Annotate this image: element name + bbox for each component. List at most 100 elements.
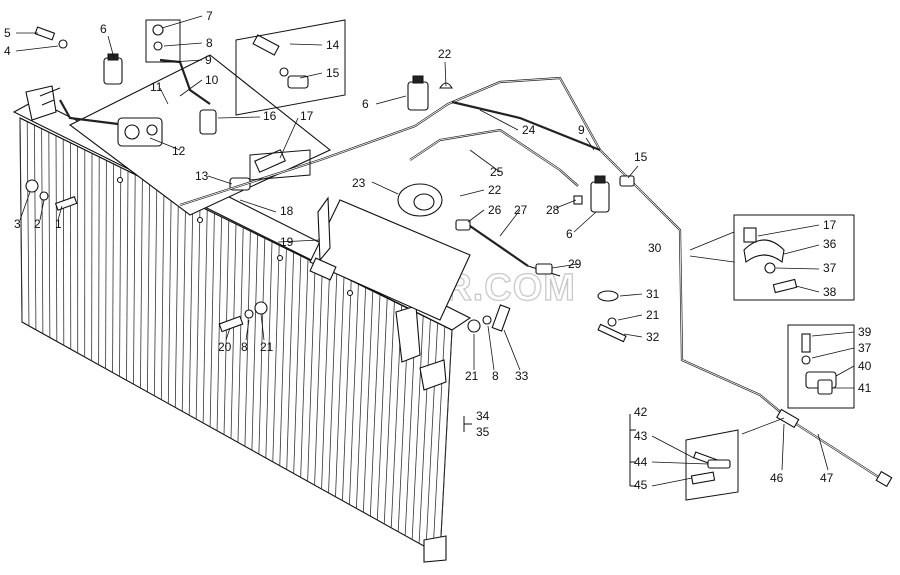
leader-line bbox=[487, 325, 495, 371]
louver-line bbox=[19, 117, 23, 323]
leader-line bbox=[171, 59, 203, 63]
leader-line bbox=[835, 365, 855, 377]
leader-line bbox=[689, 255, 735, 263]
louver-line bbox=[133, 174, 136, 385]
callout-13: 13 bbox=[195, 169, 209, 183]
louver-line bbox=[140, 178, 143, 389]
leader-line bbox=[555, 199, 577, 209]
leader-line bbox=[811, 347, 855, 359]
callout-12: 12 bbox=[172, 144, 186, 158]
leader-line bbox=[217, 116, 261, 119]
callout-34: 34 bbox=[476, 409, 490, 423]
louver-line bbox=[230, 223, 237, 439]
callout-37-lower: 37 bbox=[858, 341, 872, 355]
leader-line bbox=[161, 15, 203, 29]
callout-9: 9 bbox=[205, 53, 212, 67]
louver-line bbox=[195, 206, 201, 420]
louver-line bbox=[425, 322, 438, 548]
callout-30: 30 bbox=[648, 241, 662, 255]
louver-line bbox=[237, 227, 244, 443]
callout-14: 14 bbox=[326, 38, 340, 52]
callout-24: 24 bbox=[522, 123, 536, 137]
leader-line bbox=[15, 45, 59, 52]
callout-31: 31 bbox=[646, 287, 660, 301]
leader-line bbox=[741, 417, 785, 435]
leader-line bbox=[279, 117, 299, 159]
callout-46: 46 bbox=[770, 471, 784, 485]
louver-line bbox=[26, 121, 30, 326]
callout-21-right: 21 bbox=[646, 308, 660, 322]
louver-line bbox=[439, 329, 453, 556]
louver-line bbox=[369, 294, 381, 517]
callout-35: 35 bbox=[476, 425, 490, 439]
louver-line bbox=[307, 262, 316, 482]
leader-line bbox=[179, 79, 203, 97]
louver-line bbox=[160, 188, 165, 400]
louver-line bbox=[41, 128, 44, 334]
louver-line bbox=[105, 160, 107, 369]
callout-29: 29 bbox=[568, 257, 582, 271]
callout-5: 5 bbox=[4, 26, 11, 40]
callout-21-mid: 21 bbox=[465, 369, 479, 383]
louver-line bbox=[383, 301, 395, 524]
callout-10: 10 bbox=[205, 73, 219, 87]
leader-line bbox=[623, 333, 643, 338]
callout-labels: 5 4 6 7 8 9 10 11 12 13 14 15 16 17 18 1… bbox=[4, 9, 872, 492]
callout-33: 33 bbox=[515, 369, 529, 383]
leader-line bbox=[651, 435, 695, 459]
leader-line bbox=[619, 293, 643, 297]
leader-line bbox=[617, 314, 643, 321]
callout-7: 7 bbox=[206, 9, 213, 23]
leader-lines bbox=[15, 15, 855, 487]
callout-6-mid: 6 bbox=[362, 97, 369, 111]
leader-line bbox=[207, 175, 233, 185]
callout-4: 4 bbox=[4, 44, 11, 58]
callout-19: 19 bbox=[280, 235, 294, 249]
callout-44: 44 bbox=[634, 455, 648, 469]
louver-line bbox=[153, 185, 158, 396]
louver-line bbox=[272, 245, 280, 462]
callout-6-right: 6 bbox=[566, 227, 573, 241]
leader-line bbox=[39, 199, 45, 221]
louver-line bbox=[362, 291, 374, 513]
louver-line bbox=[181, 199, 186, 412]
louver-line bbox=[167, 192, 172, 404]
callout-47: 47 bbox=[820, 471, 834, 485]
leader-line bbox=[781, 423, 785, 471]
louver-line bbox=[209, 213, 215, 427]
louver-line bbox=[265, 241, 273, 458]
callout-6: 6 bbox=[100, 22, 107, 36]
louver-line bbox=[300, 259, 309, 478]
air-pipes bbox=[59, 58, 881, 479]
louver-line bbox=[126, 170, 129, 381]
callout-41: 41 bbox=[858, 381, 872, 395]
louver-line bbox=[356, 287, 366, 509]
callout-37: 37 bbox=[823, 261, 837, 275]
louver-line bbox=[112, 163, 114, 373]
leader-line bbox=[245, 319, 250, 341]
callout-8: 8 bbox=[206, 36, 213, 50]
leader-line bbox=[783, 244, 820, 255]
callout-8-mid: 8 bbox=[492, 369, 499, 383]
callout-15-right: 15 bbox=[634, 150, 648, 164]
mounting-panel bbox=[68, 53, 332, 216]
leader-line bbox=[651, 477, 693, 487]
leader-line bbox=[19, 191, 31, 221]
leader-line bbox=[775, 267, 820, 270]
leader-line bbox=[371, 181, 399, 195]
callout-15: 15 bbox=[326, 66, 340, 80]
callout-21-left: 21 bbox=[260, 340, 274, 354]
detail-frames bbox=[145, 19, 893, 501]
callout-18: 18 bbox=[280, 204, 294, 218]
leader-line bbox=[149, 137, 181, 151]
leader-line bbox=[689, 231, 735, 251]
leader-line bbox=[795, 285, 820, 293]
leader-line bbox=[163, 42, 203, 47]
louver-line bbox=[251, 234, 258, 451]
louver-line bbox=[188, 202, 194, 416]
callout-20: 20 bbox=[218, 340, 232, 354]
callout-36: 36 bbox=[823, 237, 837, 251]
leader-line bbox=[289, 43, 323, 46]
louver-line bbox=[418, 319, 431, 544]
leader-line bbox=[444, 61, 447, 87]
